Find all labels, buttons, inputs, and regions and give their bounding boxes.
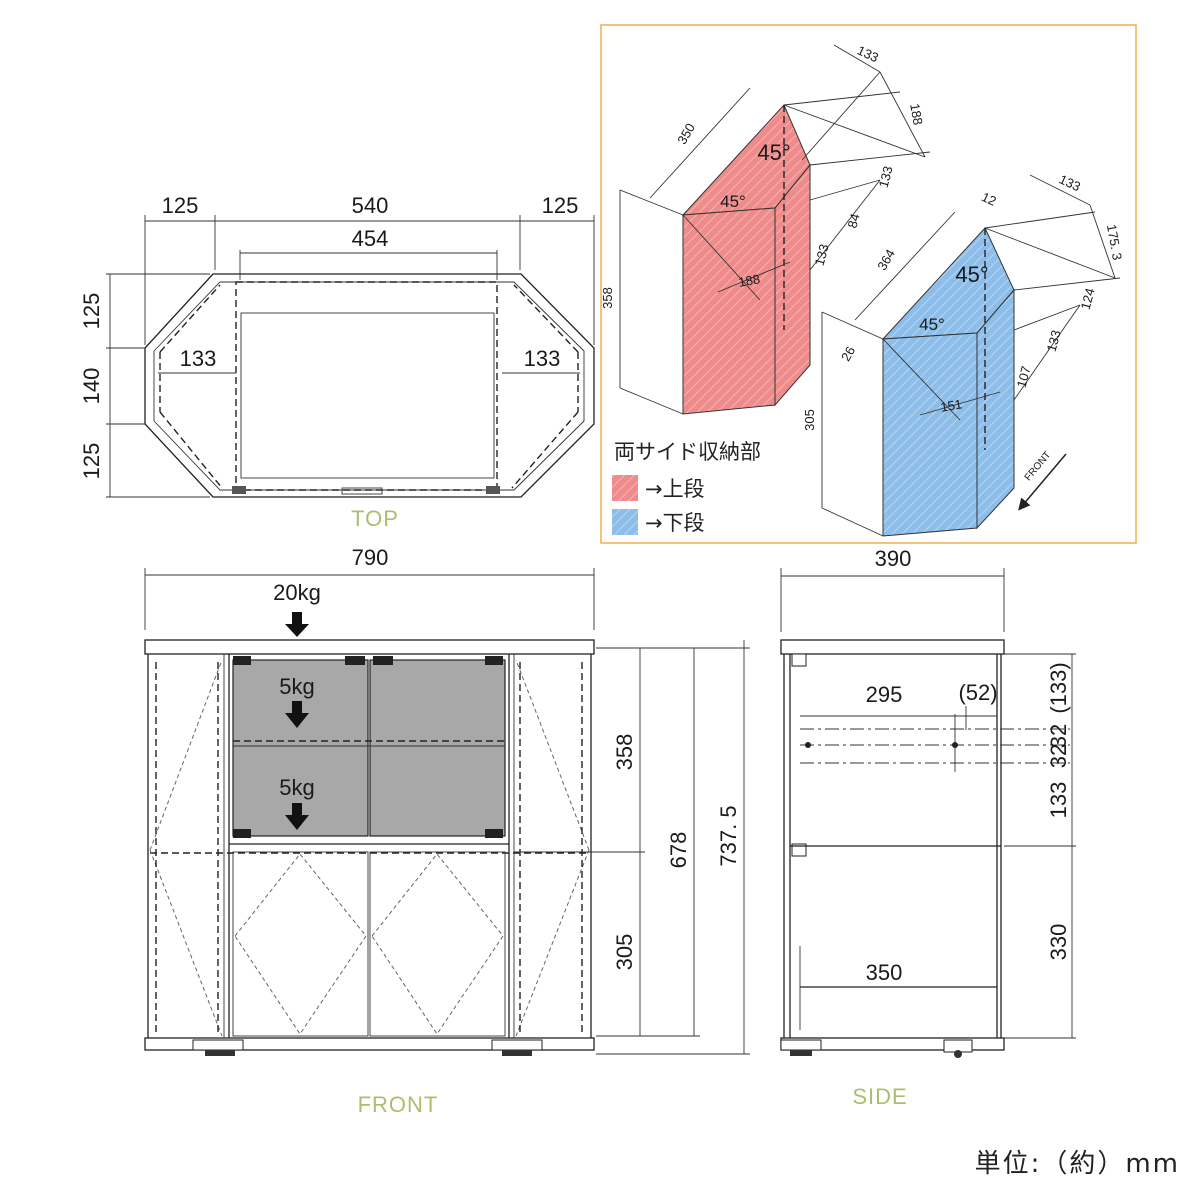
angle-lower-top: 45° xyxy=(955,262,988,287)
load-shelf-lower: 5kg xyxy=(279,775,314,800)
dim-lower-305: 305 xyxy=(802,409,817,431)
dim-top-h-125-top: 125 xyxy=(79,293,104,330)
dim-lower-107: 107 xyxy=(1014,364,1034,389)
dim-front-305: 305 xyxy=(612,934,637,971)
caption-front: FRONT xyxy=(358,1092,439,1117)
legend-swatch-lower xyxy=(612,509,638,535)
angle-upper-side: 45° xyxy=(720,192,746,211)
legend-title: 両サイド収納部 xyxy=(614,440,761,464)
dim-side-133-top: (133) xyxy=(1046,662,1071,713)
dim-front-678: 678 xyxy=(666,832,691,869)
arrow-down-icon xyxy=(285,612,309,637)
dim-upper-358: 358 xyxy=(600,287,615,309)
dim-side-52: (52) xyxy=(958,680,997,705)
legend-swatch-upper xyxy=(612,475,638,501)
dim-upper-188a: 188 xyxy=(907,102,926,126)
angle-upper-top: 45° xyxy=(757,140,790,165)
dim-side-330: 330 xyxy=(1046,924,1071,961)
dim-upper-133b: 133 xyxy=(876,164,896,189)
dim-front-358: 358 xyxy=(612,734,637,771)
arrow-down-icon xyxy=(285,701,309,728)
dim-lower-124: 124 xyxy=(1078,286,1098,311)
caption-side: SIDE xyxy=(852,1084,907,1109)
top-view: 125 540 125 454 125 140 125 133 133 TOP xyxy=(79,193,595,531)
upper-dim-lines xyxy=(619,44,931,415)
dim-lower-151: 151 xyxy=(939,396,963,415)
dim-top-h-125-bottom: 125 xyxy=(79,443,104,480)
front-top-board xyxy=(144,639,595,655)
dim-side-350: 350 xyxy=(866,960,903,985)
dim-lower-133b: 133 xyxy=(1044,328,1064,353)
arrow-down-icon xyxy=(285,803,309,830)
dim-top-133-left: 133 xyxy=(180,346,217,371)
dim-side-295: 295 xyxy=(866,682,903,707)
side-view: 390 295 (52) 350 (133) 32 32 133 330 SID… xyxy=(780,546,1076,1109)
dim-side-133: 133 xyxy=(1046,782,1071,819)
dim-lower-26: 26 xyxy=(838,344,858,364)
unit-note: 単位:（約）mm xyxy=(975,1149,1180,1179)
legend-lower-label: →下段 xyxy=(645,511,705,535)
dim-side-32b: 32 xyxy=(1046,744,1071,768)
hinge-marks xyxy=(232,486,500,495)
dim-top-540: 540 xyxy=(352,193,389,218)
dim-front-737-5: 737. 5 xyxy=(716,805,741,866)
storage-3d-panel: 133 188 133 84 133 350 358 188 45° 45° xyxy=(600,24,1137,544)
dim-lower-12: 12 xyxy=(979,189,998,209)
load-shelf-upper: 5kg xyxy=(279,674,314,699)
dim-top-125-right: 125 xyxy=(542,193,579,218)
front-view: 790 20kg 5kg 5kg 358 305 678 737. 5 FRON… xyxy=(144,545,750,1117)
lower-dim-lines xyxy=(821,174,1121,537)
adjuster-feet xyxy=(192,1039,543,1056)
dim-top-h-140: 140 xyxy=(79,368,104,405)
lower-storage-solid xyxy=(881,227,1015,537)
angle-lower-side: 45° xyxy=(919,315,945,334)
dim-side-32a: 32 xyxy=(1046,724,1071,748)
caption-top: TOP xyxy=(351,506,399,531)
dim-lower-175-3: 175. 3 xyxy=(1104,223,1125,261)
glass-door-right xyxy=(369,659,506,837)
dim-upper-133c: 133 xyxy=(812,242,832,267)
dim-upper-188b: 188 xyxy=(737,271,761,290)
load-top-20kg: 20kg xyxy=(273,580,321,605)
dim-side-390: 390 xyxy=(875,546,912,571)
top-outline xyxy=(144,273,595,498)
dim-top-125-left: 125 xyxy=(162,193,199,218)
legend-upper-label: →上段 xyxy=(645,477,705,501)
dim-front-790: 790 xyxy=(352,545,389,570)
dim-upper-84: 84 xyxy=(845,212,863,230)
dim-top-133-right: 133 xyxy=(524,346,561,371)
dim-top-454: 454 xyxy=(352,226,389,251)
front-direction-arrow xyxy=(1018,453,1067,511)
